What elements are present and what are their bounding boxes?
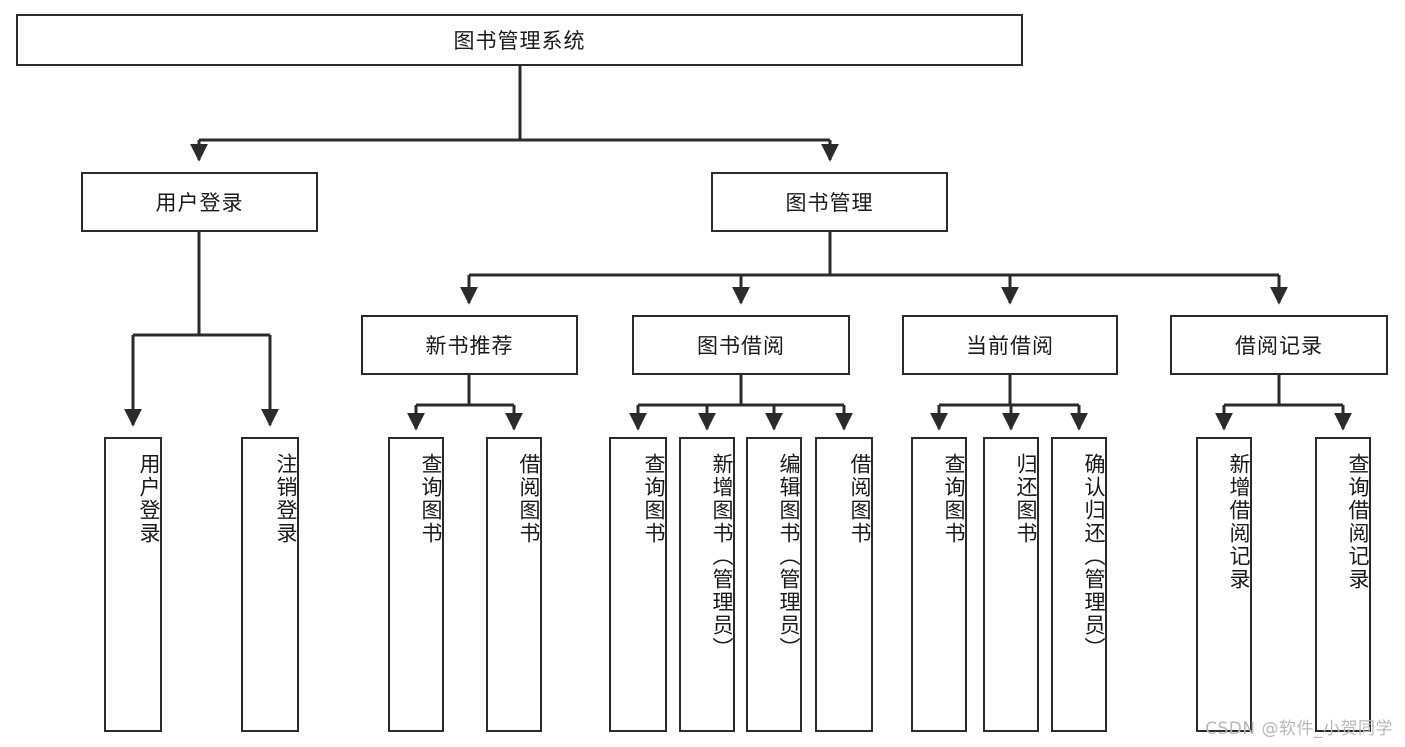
leaf-inner: 新增借阅记录 — [1198, 453, 1251, 730]
leaf-inner: 归还图书 — [985, 453, 1038, 730]
leaf-inner: 查询借阅记录 — [1317, 453, 1370, 730]
leaf-inner: 借阅图书 — [488, 453, 541, 730]
node-borrow-record[interactable]: 借阅记录 — [1170, 315, 1388, 375]
leaf-node[interactable]: 查询借阅记录 — [1315, 437, 1371, 732]
leaf-node-label: 查询图书 — [642, 453, 666, 545]
node-book-management-label: 图书管理 — [785, 191, 874, 215]
leaf-node-label: 查询借阅记录 — [1346, 453, 1370, 591]
leaf-inner: 注销登录 — [243, 453, 298, 730]
watermark-text: CSDN @软件_小贺同学 — [1205, 719, 1393, 739]
leaf-inner: 新增图书（管理员） — [681, 453, 734, 730]
leaf-node-label: 用户登录 — [137, 453, 161, 545]
node-user-login[interactable]: 用户登录 — [81, 172, 318, 232]
leaf-node[interactable]: 借阅图书 — [815, 437, 873, 732]
leaf-node[interactable]: 归还图书 — [983, 437, 1039, 732]
node-new-book-recommend-label: 新书推荐 — [425, 334, 514, 358]
leaf-node-label: 注销登录 — [274, 453, 298, 545]
leaf-node[interactable]: 编辑图书（管理员） — [746, 437, 802, 732]
leaf-node[interactable]: 查询图书 — [388, 437, 444, 732]
leaf-node[interactable]: 查询图书 — [609, 437, 667, 732]
leaf-inner: 借阅图书 — [817, 453, 872, 730]
leaf-inner: 查询图书 — [390, 453, 443, 730]
leaf-node-label: 编辑图书（管理员） — [777, 453, 801, 660]
leaf-inner: 查询图书 — [611, 453, 666, 730]
node-book-management[interactable]: 图书管理 — [711, 172, 948, 232]
node-root-label: 图书管理系统 — [453, 29, 586, 53]
node-current-borrow[interactable]: 当前借阅 — [902, 315, 1118, 375]
node-book-borrow-label: 图书借阅 — [697, 334, 785, 358]
node-new-book-recommend[interactable]: 新书推荐 — [361, 315, 578, 375]
leaf-node-label: 查询图书 — [942, 453, 966, 545]
leaf-inner: 确认归还（管理员） — [1053, 453, 1106, 730]
leaf-node[interactable]: 确认归还（管理员） — [1051, 437, 1107, 732]
leaf-node-label: 新增图书（管理员） — [710, 453, 734, 660]
leaf-node[interactable]: 用户登录 — [104, 437, 162, 732]
leaf-node-label: 确认归还（管理员） — [1082, 453, 1106, 660]
leaf-inner: 查询图书 — [913, 453, 966, 730]
leaf-node[interactable]: 借阅图书 — [486, 437, 542, 732]
leaf-node-label: 借阅图书 — [848, 453, 872, 545]
leaf-node[interactable]: 新增借阅记录 — [1196, 437, 1252, 732]
node-root-system[interactable]: 图书管理系统 — [16, 14, 1023, 66]
leaf-inner: 编辑图书（管理员） — [748, 453, 801, 730]
leaf-node-label: 查询图书 — [419, 453, 443, 545]
leaf-node-label: 归还图书 — [1014, 453, 1038, 545]
node-current-borrow-label: 当前借阅 — [966, 334, 1054, 358]
leaf-node[interactable]: 注销登录 — [241, 437, 299, 732]
leaf-inner: 用户登录 — [106, 453, 161, 730]
leaf-node[interactable]: 新增图书（管理员） — [679, 437, 735, 732]
leaf-node[interactable]: 查询图书 — [911, 437, 967, 732]
node-user-login-label: 用户登录 — [155, 191, 244, 215]
leaf-node-label: 借阅图书 — [517, 453, 541, 545]
node-borrow-record-label: 借阅记录 — [1235, 334, 1323, 358]
node-book-borrow[interactable]: 图书借阅 — [632, 315, 850, 375]
leaf-node-label: 新增借阅记录 — [1227, 453, 1251, 591]
